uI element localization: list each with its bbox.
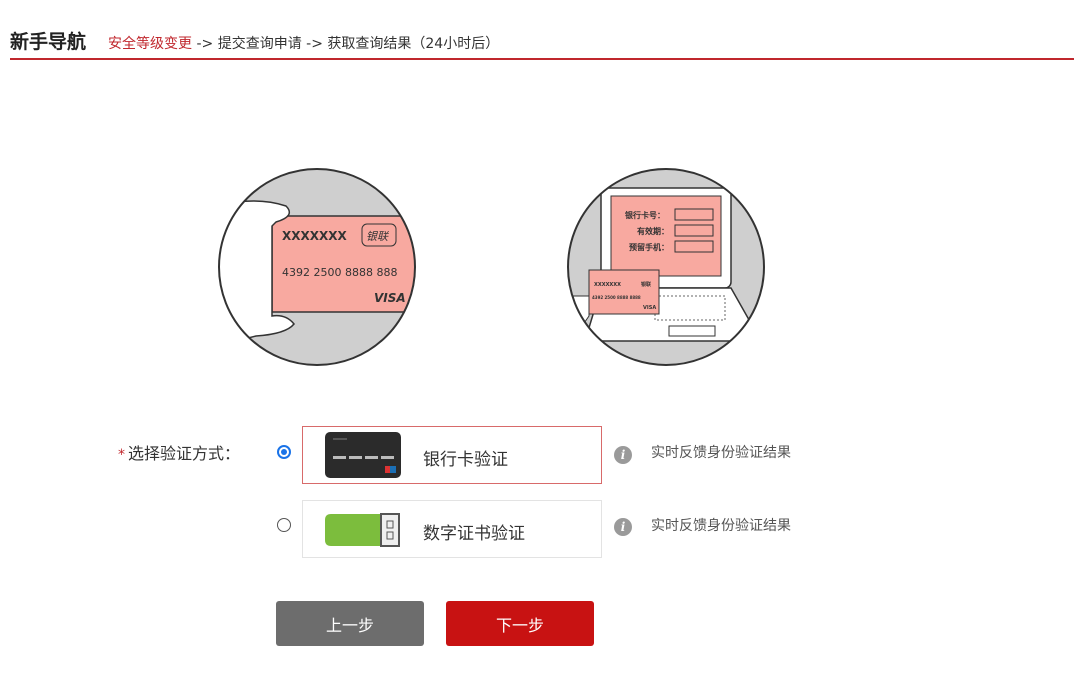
- radio-digital-certificate[interactable]: [277, 518, 291, 532]
- radio-bank-card[interactable]: [277, 445, 291, 459]
- small-card-number: 4392 2500 8888 8888: [592, 295, 641, 300]
- card-holding-illustration: XXXXXXX 银联 4392 2500 8888 888 VISA: [218, 168, 416, 366]
- laptop-illustration: 银行卡号： 有效期： 预留手机： XXXXXXX 银联 4392 2500 88…: [567, 168, 765, 366]
- page-header: 新手导航 安全等级变更 -> 提交查询申请 -> 获取查询结果（24小时后）: [10, 27, 499, 54]
- option-digital-certificate[interactable]: 数字证书验证: [302, 500, 602, 558]
- field-label-card-number: 银行卡号：: [624, 210, 665, 220]
- required-mark: *: [118, 447, 125, 463]
- breadcrumb-next-steps: -> 提交查询申请 -> 获取查询结果（24小时后）: [192, 36, 500, 52]
- field-label-expiry: 有效期：: [637, 226, 669, 236]
- card-number-text: 4392 2500 8888 888: [282, 266, 397, 279]
- info-icon[interactable]: i: [614, 518, 632, 536]
- card-brand-text: 银联: [366, 230, 389, 243]
- option-hint: 实时反馈身份验证结果: [651, 518, 791, 534]
- breadcrumb: 安全等级变更 -> 提交查询申请 -> 获取查询结果（24小时后）: [108, 33, 499, 53]
- option-name: 银行卡验证: [423, 450, 508, 470]
- verification-method-label: *选择验证方式：: [118, 440, 240, 464]
- previous-step-button[interactable]: 上一步: [276, 601, 424, 646]
- info-icon[interactable]: i: [614, 446, 632, 464]
- option-hint: 实时反馈身份验证结果: [651, 445, 791, 461]
- bank-card-icon: [325, 432, 401, 478]
- card-network-text: VISA: [374, 291, 406, 305]
- small-card-brand: 银联: [640, 281, 651, 288]
- small-card-name: XXXXXXX: [594, 282, 621, 288]
- page-title: 新手导航: [10, 31, 87, 53]
- next-step-button[interactable]: 下一步: [446, 601, 594, 646]
- header-divider: [10, 58, 1074, 60]
- usb-key-icon: [325, 513, 400, 547]
- label-text: 选择验证方式：: [128, 444, 241, 463]
- option-bank-card[interactable]: 银行卡验证: [302, 426, 602, 484]
- field-label-phone: 预留手机：: [629, 242, 669, 252]
- option-name: 数字证书验证: [423, 524, 525, 544]
- breadcrumb-current-step: 安全等级变更: [108, 36, 193, 52]
- card-name-text: XXXXXXX: [282, 229, 348, 243]
- small-card-network: VISA: [643, 305, 656, 311]
